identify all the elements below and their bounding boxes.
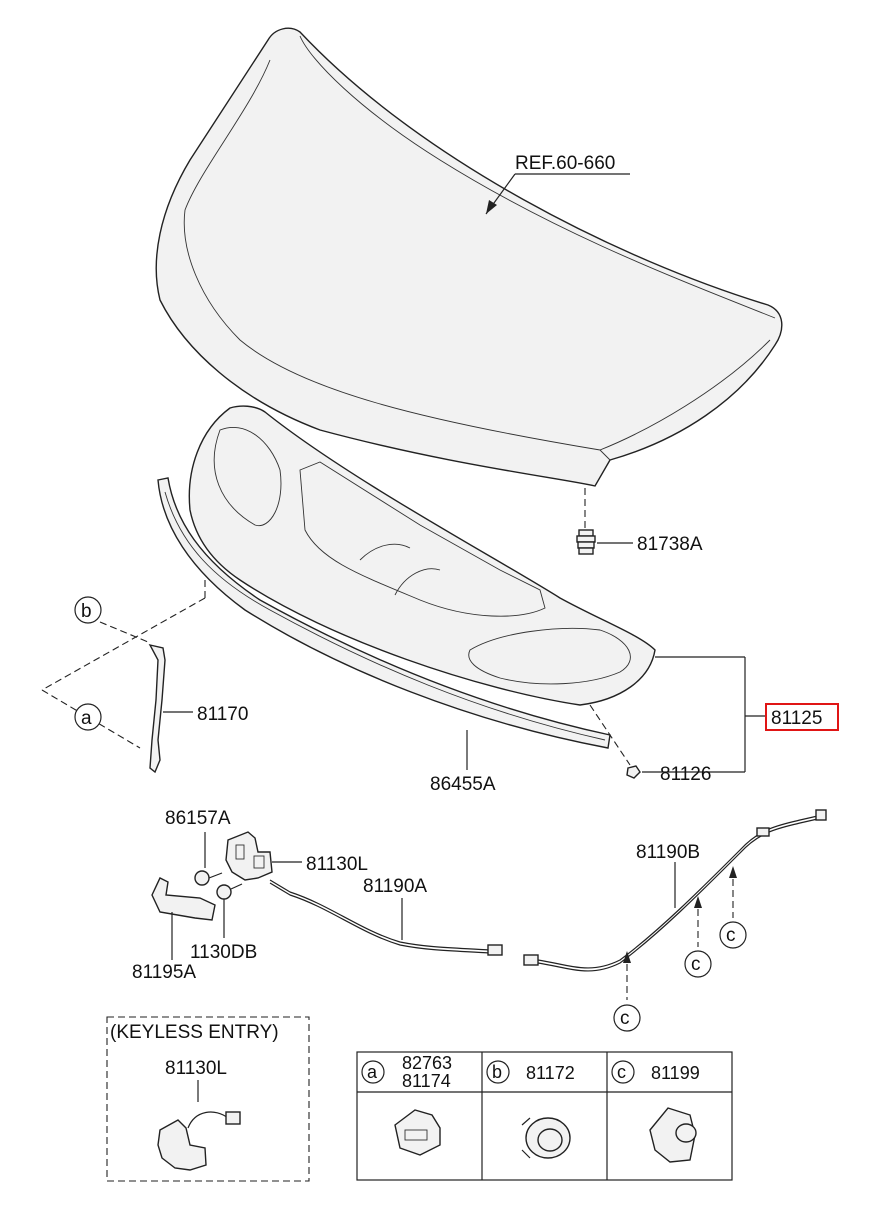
seal-strip-86455A xyxy=(157,477,611,749)
keyless-entry-title: (KEYLESS ENTRY) xyxy=(110,1022,279,1043)
keyless-part-label: 81130L xyxy=(165,1058,227,1079)
part-label-1130DB: 1130DB xyxy=(190,942,257,963)
part-label-81190A: 81190A xyxy=(363,876,427,897)
legend-a-line2: 81174 xyxy=(402,1071,451,1091)
release-cable-81190B xyxy=(523,809,827,972)
grommet-81172-icon xyxy=(521,1117,571,1159)
release-handle-81195A xyxy=(151,877,216,921)
part-label-81126: 81126 xyxy=(660,764,711,785)
highlight-box-81125 xyxy=(765,703,839,731)
bolt-1130DB xyxy=(216,883,243,900)
part-label-86157A: 86157A xyxy=(165,808,231,829)
legend-letter-c: c xyxy=(617,1062,626,1082)
keyless-entry-box xyxy=(106,1016,310,1182)
legend-a-line1: 82763 xyxy=(402,1053,452,1073)
bolt-86157A xyxy=(194,870,223,886)
legend-c-part: 81199 xyxy=(651,1063,700,1083)
legend-letter-b: b xyxy=(492,1062,502,1082)
hood-latch-81130L xyxy=(225,831,273,881)
hood-stay-rod-81170 xyxy=(148,643,166,774)
legend-letter-a: a xyxy=(367,1062,378,1082)
part-label-81738A: 81738A xyxy=(637,534,703,555)
part-label-81190B: 81190B xyxy=(636,842,700,863)
part-label-81195A: 81195A xyxy=(132,962,196,983)
hood-panel xyxy=(155,27,783,487)
legend-table xyxy=(356,1051,733,1181)
part-label-81130L: 81130L xyxy=(306,854,368,875)
callout-b: b xyxy=(81,601,92,622)
callout-c-3: c xyxy=(620,1008,630,1029)
keyless-latch-81130L xyxy=(157,1111,241,1171)
clip-81199-icon xyxy=(649,1107,697,1163)
ref-label: REF.60-660 xyxy=(515,153,615,174)
release-cable-81190A xyxy=(269,879,503,956)
legend-b-part: 81172 xyxy=(526,1063,575,1083)
part-label-81170: 81170 xyxy=(197,704,248,725)
part-label-81125: 81125 xyxy=(771,708,822,729)
callout-a: a xyxy=(81,708,92,729)
hood-insulator-81125 xyxy=(188,405,656,706)
callout-c-1: c xyxy=(726,925,736,946)
clip-82763-icon xyxy=(394,1109,441,1156)
clip-81126 xyxy=(626,765,641,779)
part-label-86455A: 86455A xyxy=(430,774,496,795)
callout-c-2: c xyxy=(691,954,701,975)
bumper-stop-81738A xyxy=(576,529,596,555)
